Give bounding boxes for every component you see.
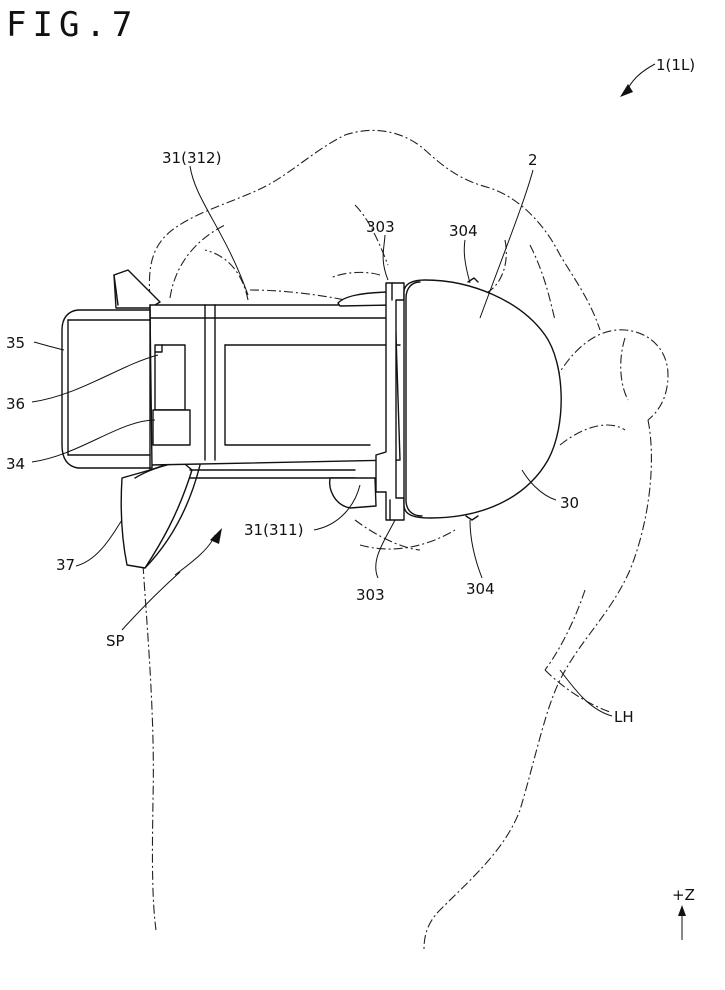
component-36 — [154, 344, 186, 411]
left-hand-outline — [142, 129, 669, 951]
label-35: 35 — [6, 334, 25, 352]
strap-311 — [328, 477, 377, 509]
label-31-312: 31(312) — [162, 149, 221, 167]
label-31-311: 31(311) — [244, 521, 303, 539]
label-34: 34 — [6, 455, 25, 473]
label-sp: SP — [106, 632, 125, 650]
label-303-top: 303 — [366, 218, 395, 236]
label-304-bottom: 304 — [466, 580, 495, 598]
label-30: 30 — [560, 494, 579, 512]
axis-label-z: +Z — [672, 886, 695, 904]
label-2: 2 — [528, 151, 538, 169]
component-34 — [152, 409, 191, 446]
controller-device — [61, 269, 562, 569]
label-device: 1(1L) — [656, 56, 695, 74]
top-wedge — [113, 269, 161, 309]
label-304-top: 304 — [449, 222, 478, 240]
reference-labels: 1(1L) 31(312) 2 303 304 35 36 34 30 31(3… — [6, 56, 695, 904]
label-37: 37 — [56, 556, 75, 574]
front-cap-35 — [61, 309, 153, 469]
button-37 — [120, 459, 193, 569]
dome-30 — [403, 279, 562, 519]
label-36: 36 — [6, 395, 25, 413]
leader-lines — [31, 63, 686, 940]
label-lh: LH — [614, 708, 634, 726]
figure-title: FIG.7 — [6, 5, 138, 45]
label-303-bottom: 303 — [356, 586, 385, 604]
